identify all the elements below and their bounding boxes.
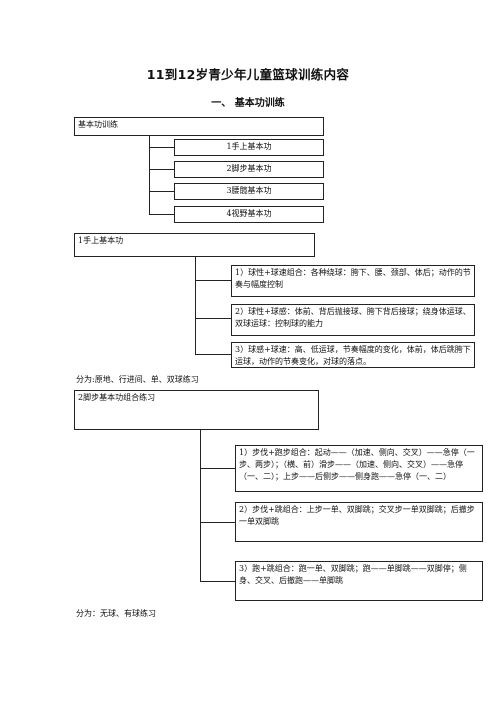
diagram2-branch-line	[195, 318, 231, 319]
diagram3-root-box: 2脚步基本功组合练习	[74, 390, 319, 430]
diagram2-item: 1）球性+球速组合：各种绕球：胯下、腰、颈部、体后；动作的节奏与幅度控制	[231, 265, 475, 297]
diagram1-item-label: 4视野基本功	[226, 209, 272, 218]
diagram1-branch-line	[149, 214, 174, 215]
diagram1-item: 1手上基本功	[174, 139, 324, 156]
diagram3-item-text: 3）跑+跳组合：跑一单、双脚跳；跑——单脚跳——双脚停；侧身、交叉、后撤跑——单…	[239, 564, 467, 585]
diagram3-item: 1）步伐+跑步组合：起动——（加速、侧向、交叉）——急停（一步、两步）；（横、前…	[235, 445, 483, 492]
diagram1-item-label: 2脚步基本功	[226, 164, 272, 173]
diagram2-trunk-line	[195, 257, 196, 355]
section-heading: 一、 基本功训练	[211, 98, 285, 109]
diagram3-item: 2）步伐+跳组合：上步一单、双脚跳；交叉步一单双脚跳；后撤步一单双脚跳	[235, 502, 483, 542]
diagram2-item-text: 1）球性+球速组合：各种绕球：胯下、腰、颈部、体后；动作的节奏与幅度控制	[235, 268, 471, 289]
diagram1-root-label: 基本功训练	[78, 120, 118, 129]
diagram3-branch-line	[200, 581, 235, 582]
diagram1-item: 4视野基本功	[174, 206, 324, 223]
diagram1-branch-line	[149, 147, 174, 148]
diagram3-root-label: 2脚步基本功组合练习	[78, 393, 156, 402]
diagram3-note: 分为：无球、有球练习	[76, 609, 156, 618]
diagram2-item-text: 2）球性+球感：体前、背后抛接球、胯下背后接球；绕身体运球、双球运球：控制球的能…	[235, 307, 471, 328]
diagram3-branch-line	[200, 468, 235, 469]
diagram2-branch-line	[195, 280, 231, 281]
diagram1-branch-line	[149, 169, 174, 170]
diagram1-item: 2脚步基本功	[174, 161, 324, 178]
diagram1-root-box: 基本功训练	[74, 117, 324, 136]
diagram2-branch-line	[195, 354, 231, 355]
diagram3-item: 3）跑+跳组合：跑一单、双脚跳；跑——单脚跳——双脚停；侧身、交叉、后撤跑——单…	[235, 561, 483, 601]
diagram3-trunk-line	[200, 430, 201, 582]
diagram1-trunk-line	[149, 136, 150, 215]
diagram2-note: 分为:原地、行进间、单、双球练习	[76, 375, 199, 384]
diagram1-item-label: 1手上基本功	[226, 142, 272, 151]
document-title: 11到12岁青少年儿童篮球训练内容	[146, 67, 350, 82]
diagram3-item-text: 1）步伐+跑步组合：起动——（加速、侧向、交叉）——急停（一步、两步）；（横、前…	[239, 448, 475, 481]
diagram2-item-text: 3）球感+球速：高、低运球，节奏幅度的变化，体前，体后跳胯下运球，动作的节奏变化…	[235, 345, 471, 366]
diagram1-item: 3腰髋基本功	[174, 183, 324, 200]
diagram1-item-label: 3腰髋基本功	[226, 186, 272, 195]
diagram2-item: 2）球性+球感：体前、背后抛接球、胯下背后接球；绕身体运球、双球运球：控制球的能…	[231, 304, 475, 336]
diagram3-branch-line	[200, 522, 235, 523]
diagram2-item: 3）球感+球速：高、低运球，节奏幅度的变化，体前，体后跳胯下运球，动作的节奏变化…	[231, 342, 475, 368]
diagram3-item-text: 2）步伐+跳组合：上步一单、双脚跳；交叉步一单双脚跳；后撤步一单双脚跳	[239, 505, 475, 526]
diagram2-root-label: 1手上基本功	[78, 236, 124, 245]
diagram1-branch-line	[149, 191, 174, 192]
diagram2-root-box: 1手上基本功	[74, 233, 315, 257]
